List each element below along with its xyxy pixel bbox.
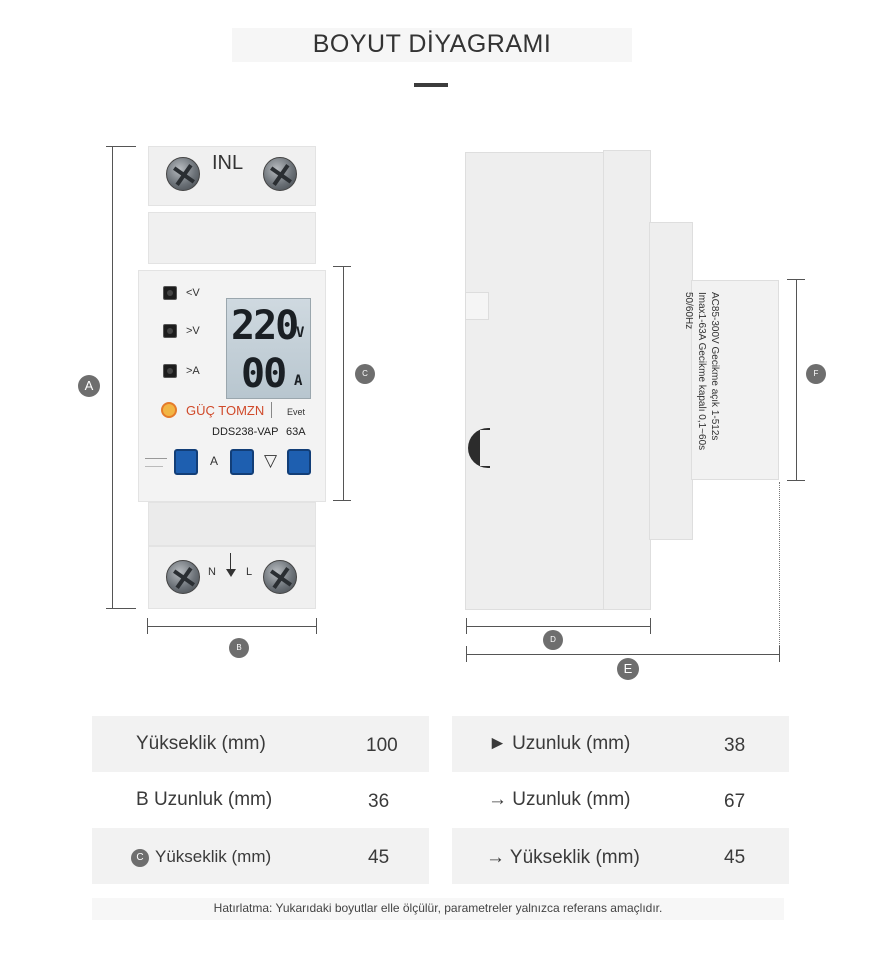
side-body bbox=[465, 152, 605, 610]
dimension-line-f bbox=[796, 279, 797, 481]
line-label: L bbox=[246, 566, 253, 578]
dimension-cap bbox=[787, 279, 805, 280]
tiny-print bbox=[145, 466, 163, 467]
neutral-label: N bbox=[208, 566, 216, 578]
dimension-cap bbox=[466, 646, 467, 662]
table-row-bg bbox=[452, 828, 789, 884]
dimension-cap bbox=[333, 266, 351, 267]
page-title: BOYUT DİYAGRAMI bbox=[312, 30, 552, 58]
side-step-2 bbox=[649, 222, 693, 540]
dimension-line-c bbox=[343, 266, 344, 500]
button-label-a: A bbox=[210, 454, 219, 468]
dimension-cap bbox=[333, 500, 351, 501]
divider bbox=[271, 402, 272, 418]
led-indicator bbox=[163, 364, 177, 378]
button-middle[interactable] bbox=[230, 449, 254, 475]
row-left-label: Yükseklik (mm) bbox=[136, 733, 266, 754]
brand-label: GÜÇ TOMZN bbox=[186, 403, 265, 418]
tiny-print bbox=[145, 458, 167, 459]
lower-housing bbox=[148, 502, 316, 546]
note-band bbox=[92, 898, 784, 920]
dimension-cap bbox=[466, 618, 467, 634]
led-indicator bbox=[163, 324, 177, 338]
row-left-value: 36 bbox=[368, 791, 390, 812]
row-right-label: ► Uzunluk (mm) bbox=[488, 733, 631, 754]
spec-line: Imax1-63A Gecikme kapalı 0,1~60s bbox=[696, 292, 707, 451]
row-right-value: 38 bbox=[724, 735, 746, 756]
row-left-label: B Uzunluk (mm) bbox=[136, 789, 273, 810]
marker-c: C bbox=[355, 364, 375, 384]
warning-icon bbox=[161, 402, 177, 418]
table-row-bg bbox=[92, 716, 429, 772]
title-band bbox=[232, 28, 632, 62]
rating-label: 63A bbox=[286, 426, 306, 438]
indicator-label: <V bbox=[186, 287, 200, 299]
spec-line: 50/60Hz bbox=[683, 292, 694, 330]
lcd-voltage: 220 bbox=[231, 303, 299, 349]
lcd-display: 220 V 00 A bbox=[226, 298, 311, 399]
screw-icon bbox=[263, 157, 297, 191]
dimension-cap bbox=[650, 618, 651, 634]
button-left[interactable] bbox=[174, 449, 198, 475]
row-right-label: → Uzunluk (mm) bbox=[488, 789, 631, 810]
row-right-value: 45 bbox=[724, 847, 746, 868]
side-knob-cover bbox=[480, 430, 492, 466]
dimension-line-a bbox=[112, 146, 113, 608]
indicator-label: >A bbox=[186, 365, 200, 377]
dimension-guide bbox=[779, 482, 780, 660]
dimension-cap bbox=[787, 480, 805, 481]
marker-f: F bbox=[806, 364, 826, 384]
upper-housing bbox=[148, 212, 316, 264]
model-label: DDS238-VAP bbox=[212, 426, 279, 438]
din-clip bbox=[465, 292, 489, 320]
indicator-label: >V bbox=[186, 325, 200, 337]
screw-icon bbox=[263, 560, 297, 594]
reminder-note: Hatırlatma: Yukarıdaki boyutlar elle ölç… bbox=[213, 901, 663, 915]
row-left-value: 45 bbox=[368, 847, 390, 868]
marker-c-icon: C bbox=[131, 848, 149, 867]
row-left-label: Yükseklik (mm) bbox=[155, 847, 272, 866]
arrow-down-icon bbox=[230, 553, 231, 575]
side-front-step bbox=[603, 150, 651, 610]
marker-b: B bbox=[229, 638, 249, 658]
lcd-current: 00 bbox=[241, 351, 287, 397]
title-underline bbox=[414, 83, 448, 87]
dimension-line-d bbox=[466, 626, 651, 627]
arrow-head bbox=[226, 569, 236, 577]
spec-line: AC85-300V Gecikme açık 1-512s bbox=[709, 292, 720, 441]
row-left-value: 100 bbox=[366, 735, 398, 756]
marker-e: E bbox=[617, 658, 639, 680]
marker-a: A bbox=[78, 375, 100, 397]
lcd-voltage-unit: V bbox=[296, 325, 305, 341]
dimension-line-b bbox=[147, 626, 317, 627]
row-right-value: 67 bbox=[724, 791, 746, 812]
screw-icon bbox=[166, 560, 200, 594]
row-left-label-wrap: C Yükseklik (mm) bbox=[131, 847, 271, 867]
evet-label: Evet bbox=[287, 407, 306, 417]
dimension-cap bbox=[779, 646, 780, 662]
marker-d: D bbox=[543, 630, 563, 650]
dimension-line-e bbox=[466, 654, 780, 655]
dimension-cap bbox=[106, 146, 136, 147]
led-indicator bbox=[163, 286, 177, 300]
side-face bbox=[691, 280, 779, 480]
dimension-cap bbox=[147, 618, 148, 634]
button-right[interactable] bbox=[287, 449, 311, 475]
dimension-cap bbox=[316, 618, 317, 634]
row-right-label: → Yükseklik (mm) bbox=[486, 847, 640, 868]
screw-icon bbox=[166, 157, 200, 191]
table-row-bg bbox=[452, 716, 789, 772]
dimension-cap bbox=[106, 608, 136, 609]
top-terminal-label: INL bbox=[212, 152, 244, 174]
lcd-current-unit: A bbox=[294, 373, 303, 389]
button-label-down: ▽ bbox=[264, 451, 278, 470]
